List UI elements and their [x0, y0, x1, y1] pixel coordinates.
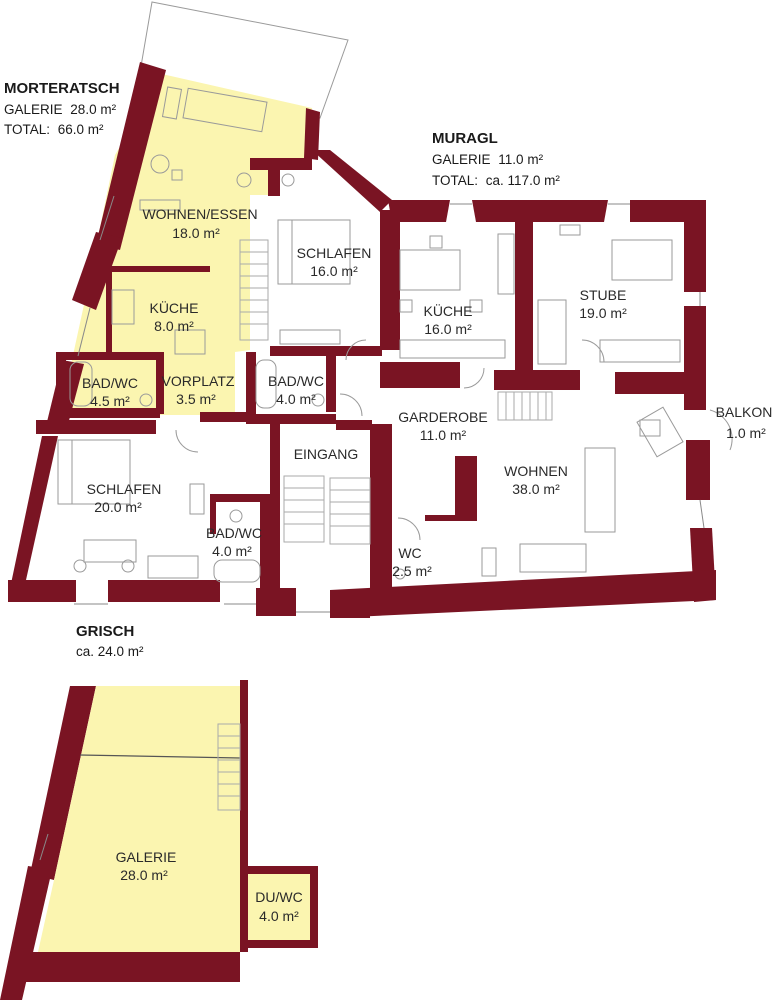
room-name: WOHNEN: [504, 463, 568, 479]
room-area: 28.0 m²: [120, 867, 168, 883]
room-name: GARDEROBE: [398, 409, 487, 425]
svg-text:GALERIE 11.0 m²: GALERIE 11.0 m²: [432, 152, 544, 167]
room-name: SCHLAFEN: [297, 245, 372, 261]
terrace-outline: [139, 1, 349, 119]
unit-name-morteratsch: MORTERATSCH: [4, 80, 120, 97]
room-galerie: GALERIE 28.0 m²: [116, 849, 177, 883]
room-bad-wc-mid: BAD/WC 4.0 m²: [268, 373, 324, 407]
room-name: KÜCHE: [149, 299, 198, 316]
room-name: BAD/WC: [82, 375, 138, 391]
room-kueche-morteratsch: KÜCHE 8.0 m²: [149, 299, 198, 334]
room-stube: STUBE 19.0 m²: [579, 287, 627, 321]
room-kueche-muragl: KÜCHE 16.0 m²: [423, 302, 472, 337]
room-name: KÜCHE: [423, 302, 472, 319]
room-area: 4.5 m²: [90, 393, 130, 409]
svg-text:TOTAL: 66.0 m²: TOTAL: 66.0 m²: [4, 122, 104, 137]
room-du-wc: DU/WC 4.0 m²: [255, 889, 302, 924]
unit-name-muragl: MURAGL: [432, 130, 498, 147]
room-name: DU/WC: [255, 889, 302, 905]
morteratsch-galerie-value: 28.0 m²: [70, 102, 116, 117]
room-wohnen: WOHNEN 38.0 m²: [504, 463, 568, 497]
room-name: VORPLATZ: [162, 373, 235, 389]
room-name: WC: [398, 545, 421, 561]
room-area: 11.0 m²: [420, 427, 467, 443]
walls: [0, 62, 716, 1000]
room-name: GALERIE: [116, 849, 177, 865]
room-name: SCHLAFEN: [87, 481, 162, 497]
room-wohnen-essen: WOHNEN/ESSEN 18.0 m²: [142, 206, 257, 241]
room-area: 20.0 m²: [94, 499, 142, 515]
room-bad-wc-morteratsch: BAD/WC 4.5 m²: [82, 375, 138, 409]
room-area: 16.0 m²: [424, 321, 472, 337]
room-area: 2.5 m²: [392, 563, 432, 579]
room-area: 4.0 m²: [212, 543, 252, 559]
room-name: BALKON: [716, 404, 773, 420]
room-area: 4.0 m²: [276, 391, 316, 407]
room-name: BAD/WC: [268, 373, 324, 389]
morteratsch-total-label: TOTAL:: [4, 122, 50, 137]
svg-text:TOTAL: ca. 117.0 m²: TOTAL: ca. 117.0 m²: [432, 173, 560, 188]
room-garderobe: GARDEROBE 11.0 m²: [398, 409, 487, 443]
room-area: 1.0 m²: [726, 425, 766, 441]
muragl-galerie-value: 11.0 m²: [498, 152, 543, 167]
room-area: 3.5 m²: [176, 391, 216, 407]
muragl-total-label: TOTAL:: [432, 173, 478, 188]
room-wc: WC 2.5 m²: [392, 545, 432, 579]
svg-text:GALERIE 28.0 m²: GALERIE 28.0 m²: [4, 102, 117, 117]
room-area: 18.0 m²: [172, 225, 220, 241]
du-wc-zone: [248, 874, 310, 940]
room-bad-wc-grisch: BAD/WC 4.0 m²: [206, 525, 262, 559]
room-area: 16.0 m²: [310, 263, 358, 279]
unit-name-grisch: GRISCH: [76, 623, 134, 640]
room-area: 19.0 m²: [579, 305, 627, 321]
furniture: [39, 86, 733, 861]
room-schlafen-mid: SCHLAFEN 16.0 m²: [297, 245, 372, 279]
room-area: 8.0 m²: [154, 318, 194, 334]
room-eingang: EINGANG: [294, 446, 359, 462]
room-area: 38.0 m²: [512, 481, 560, 497]
muragl-total-value: ca. 117.0 m²: [486, 173, 561, 188]
morteratsch-total-value: 66.0 m²: [58, 122, 104, 137]
room-name: STUBE: [580, 287, 627, 303]
room-schlafen-grisch: SCHLAFEN 20.0 m²: [87, 481, 162, 515]
grisch-area: ca. 24.0 m²: [76, 644, 144, 659]
room-name: BAD/WC: [206, 525, 262, 541]
room-balkon: BALKON 1.0 m²: [716, 404, 773, 441]
morteratsch-galerie-label: GALERIE: [4, 102, 63, 117]
room-name: WOHNEN/ESSEN: [142, 206, 257, 222]
galerie-zone: [38, 686, 240, 952]
room-vorplatz: VORPLATZ 3.5 m²: [162, 373, 235, 407]
room-area: 4.0 m²: [259, 908, 299, 924]
room-name: EINGANG: [294, 446, 359, 462]
muragl-galerie-label: GALERIE: [432, 152, 491, 167]
